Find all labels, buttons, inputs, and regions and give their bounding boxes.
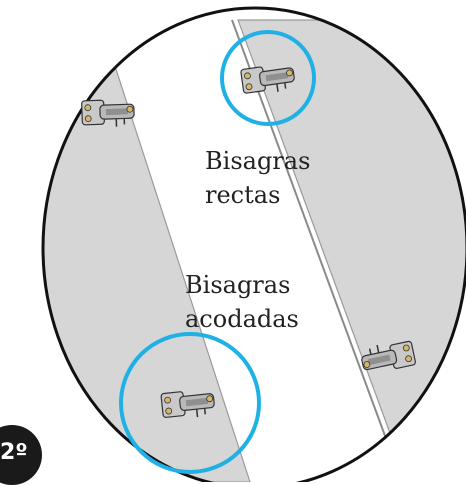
straight-hinges-label-line1: Bisagras: [205, 147, 311, 175]
highlight-circle-straight: [220, 30, 316, 126]
straight-hinges-label-line2: rectas: [205, 181, 281, 209]
cranked-hinges-label-line2: acodadas: [185, 305, 299, 333]
lens-outline: [41, 6, 466, 482]
highlight-circle-cranked: [119, 332, 261, 474]
cranked-hinges-label-line1: Bisagras: [185, 271, 291, 299]
step-number: 2º: [0, 440, 28, 465]
panel-edge-line: [231, 19, 403, 482]
